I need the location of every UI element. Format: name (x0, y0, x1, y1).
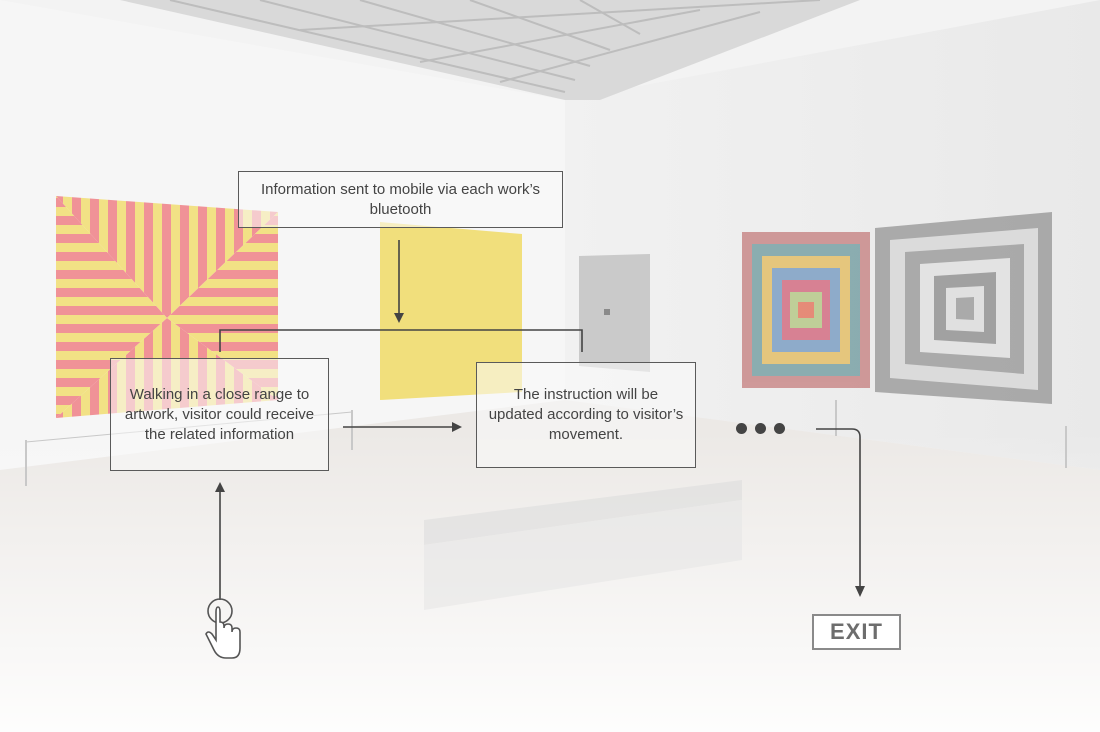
tap-hand-icon (205, 598, 241, 659)
note-bluetooth-info: Information sent to mobile via each work… (238, 171, 563, 228)
note-walking-text: Walking in a close range to artwork, vis… (124, 385, 315, 443)
ellipsis-dot (755, 423, 766, 434)
note-instruction-text: The instruction will be updated accordin… (488, 386, 684, 443)
note-bluetooth-text: Information sent to mobile via each work… (260, 180, 541, 218)
flow-arrows (219, 240, 861, 600)
note-instruction-update: The instruction will be updated accordin… (476, 362, 696, 468)
artwork-yellow-panel (380, 222, 522, 400)
ceiling-grid (169, 0, 821, 93)
artwork-colored-concentric-squares (742, 232, 870, 388)
artwork-grey-concentric-squares (875, 212, 1052, 404)
note-walking-range: Walking in a close range to artwork, vis… (110, 358, 329, 471)
arrow-to-exit (816, 428, 861, 588)
ellipsis-dot (774, 423, 785, 434)
bench (424, 480, 742, 610)
bracket-connector (219, 329, 583, 352)
artwork-grey-panel (579, 254, 650, 372)
ellipsis-dot (736, 423, 747, 434)
exit-button[interactable]: EXIT (812, 614, 901, 650)
